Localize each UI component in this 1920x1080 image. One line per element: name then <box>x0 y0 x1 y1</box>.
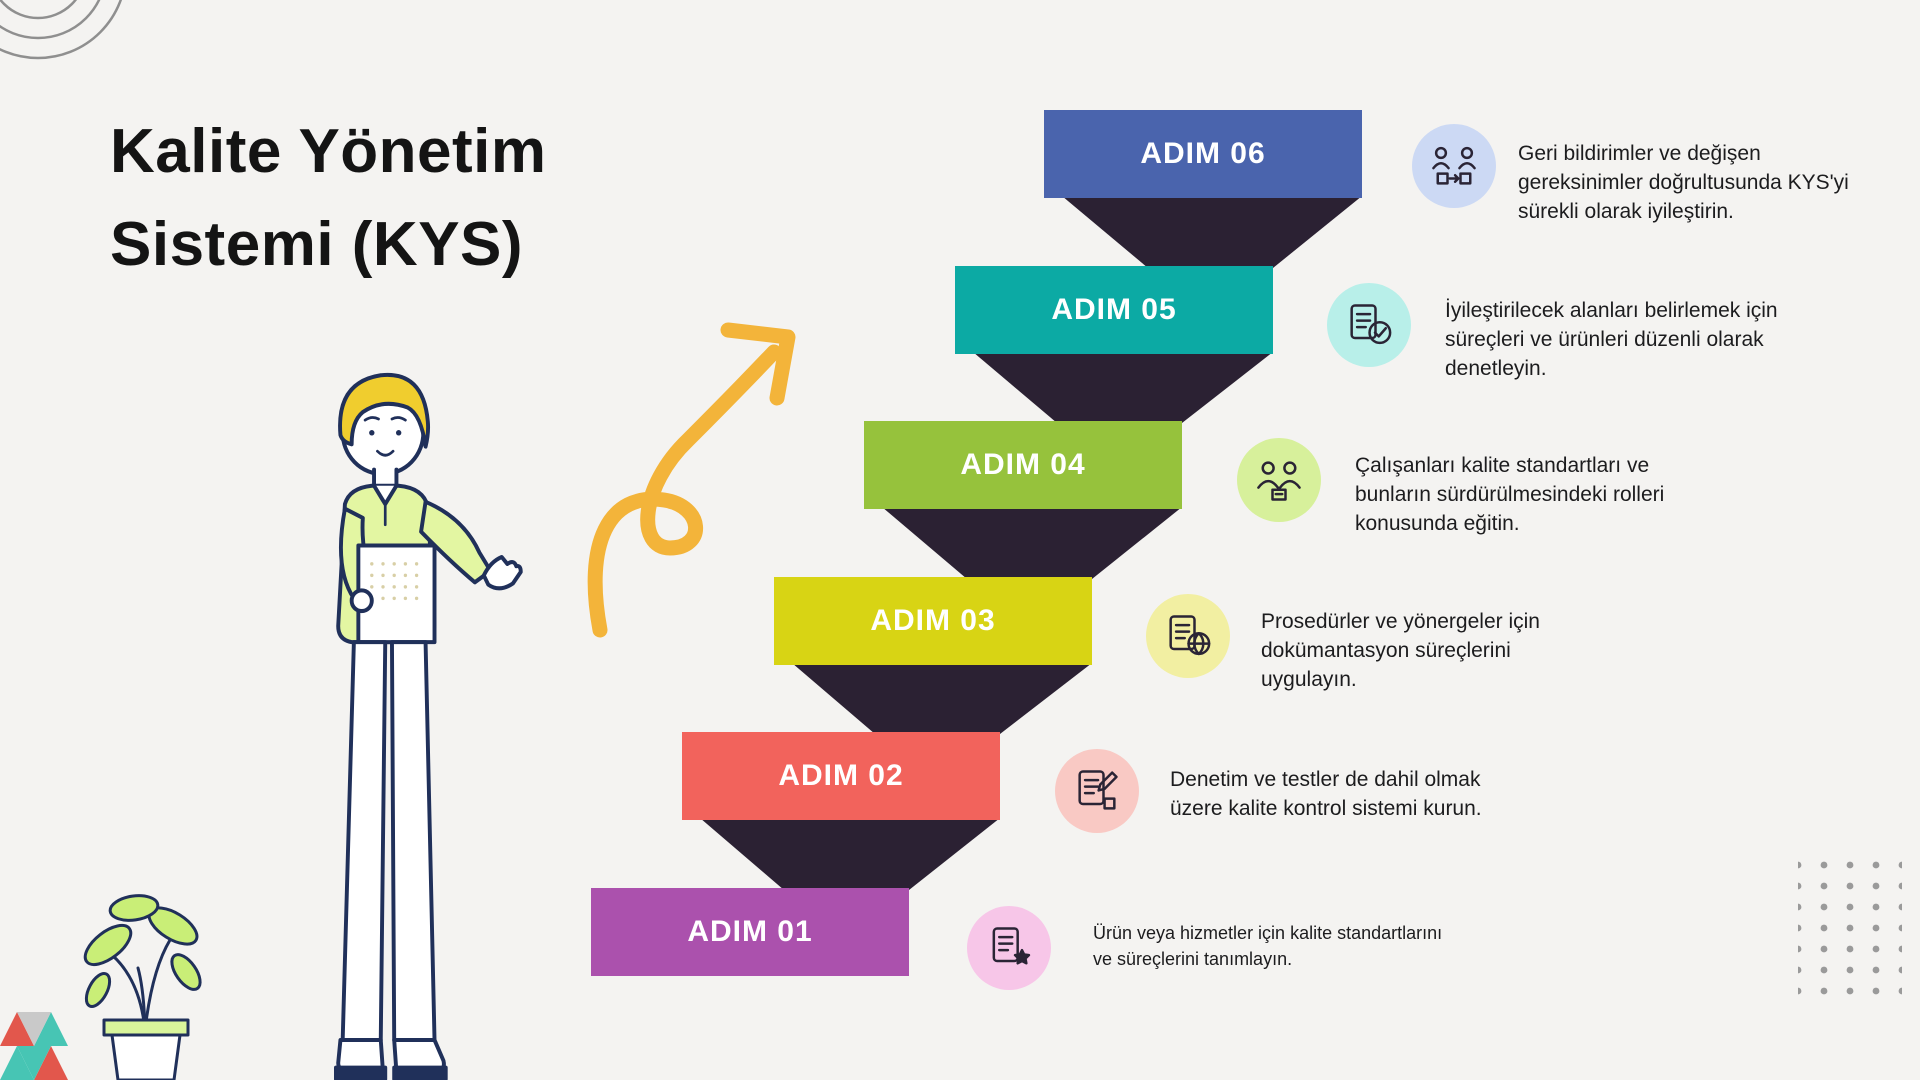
step-description-adim-02: Denetim ve testler de dahil olmak üzere … <box>1170 768 1482 820</box>
step-bar-adim-05: ADIM 05 <box>955 266 1273 354</box>
upward-arrow-icon <box>587 322 796 638</box>
page-title-line1: Kalite Yönetim <box>110 117 547 186</box>
step-description-adim-01: Ürün veya hizmetler için kalite standart… <box>1093 923 1443 970</box>
dot-grid-decoration <box>1798 858 1902 996</box>
step-bar-adim-01: ADIM 01 <box>591 888 909 976</box>
step-bar-adim-04: ADIM 04 <box>864 421 1182 509</box>
step-description-adim-05: İyileştirilecek alanları belirlemek için… <box>1445 299 1778 380</box>
step-label: ADIM 04 <box>960 448 1086 481</box>
step-bar-adim-06: ADIM 06 <box>1044 110 1362 198</box>
page-title: Kalite Yönetim Sistemi (KYS) <box>110 105 547 291</box>
step-label: ADIM 06 <box>1140 137 1266 170</box>
step-bar-adim-03: ADIM 03 <box>774 577 1092 665</box>
step-description-adim-06: Geri bildirimler ve değişen gereksinimle… <box>1518 142 1849 223</box>
step-label: ADIM 03 <box>870 604 996 637</box>
document-star-icon <box>967 906 1051 990</box>
page-title-line2: Sistemi (KYS) <box>110 210 524 279</box>
triangle-pattern-decoration <box>0 1012 68 1080</box>
plant-illustration <box>83 894 202 1080</box>
step-label: ADIM 05 <box>1051 293 1177 326</box>
step-description-adim-03: Prosedürler ve yönergeler için dokümanta… <box>1261 610 1540 691</box>
document-pencil-icon <box>1055 749 1139 833</box>
step-description-adim-04: Çalışanları kalite standartları ve bunla… <box>1355 454 1665 535</box>
team-training-icon <box>1237 438 1321 522</box>
step-label: ADIM 02 <box>778 759 904 792</box>
step-label: ADIM 01 <box>687 915 813 948</box>
step-bar-adim-02: ADIM 02 <box>682 732 1000 820</box>
document-check-icon <box>1327 283 1411 367</box>
wave-lines-decoration <box>0 0 123 60</box>
person-illustration <box>334 372 523 1080</box>
document-globe-icon <box>1146 594 1230 678</box>
continuous-improvement-icon <box>1412 124 1496 208</box>
